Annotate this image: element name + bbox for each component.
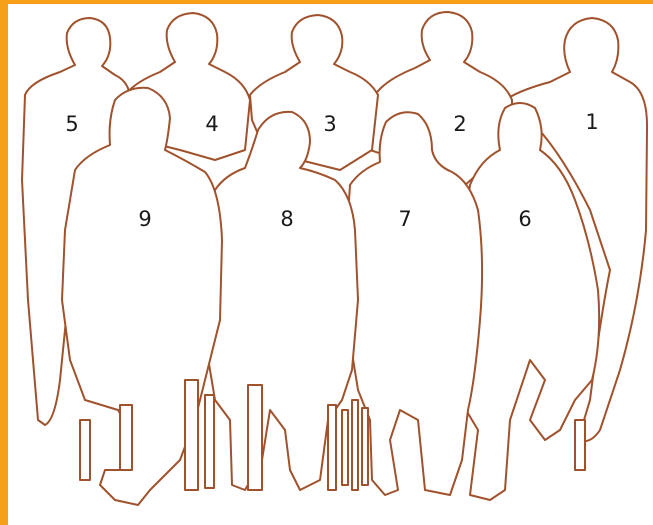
chair-leg [80, 420, 90, 480]
chair-leg [248, 385, 262, 490]
label-6: 6 [518, 207, 531, 231]
label-8: 8 [280, 207, 293, 231]
chair-leg [205, 395, 214, 488]
chair-leg [575, 420, 585, 470]
chair-leg [185, 380, 198, 490]
label-4: 4 [205, 112, 218, 136]
chair-leg [328, 405, 336, 490]
chair-leg [120, 405, 132, 470]
label-7: 7 [398, 207, 411, 231]
label-5: 5 [65, 112, 78, 136]
label-3: 3 [323, 112, 336, 136]
label-2: 2 [453, 112, 466, 136]
chair-leg [352, 400, 358, 490]
label-9: 9 [138, 207, 151, 231]
chair-leg [362, 408, 368, 485]
label-1: 1 [585, 110, 598, 134]
chair-leg [342, 410, 348, 485]
